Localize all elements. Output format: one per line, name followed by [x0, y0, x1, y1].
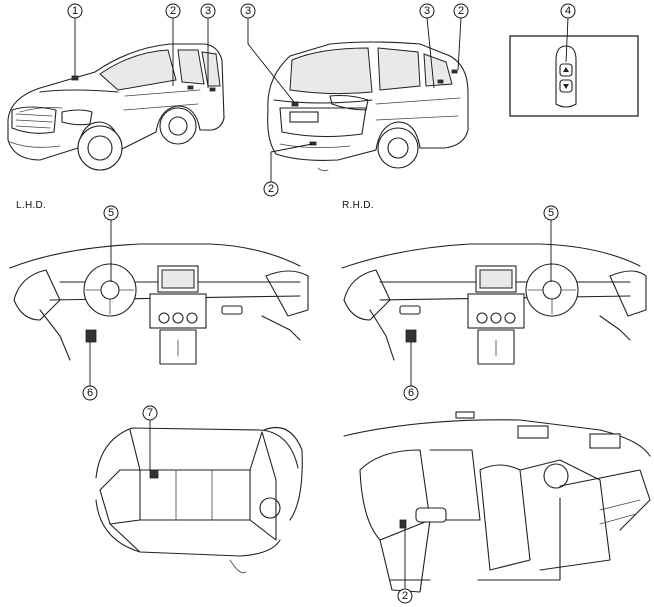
svg-text:5: 5 — [548, 207, 554, 219]
label-rhd: R.H.D. — [342, 200, 374, 211]
callout-2-rear-bottom: 2 — [263, 181, 279, 197]
cargo-area-view — [95, 426, 303, 574]
callout-7-cargo: 7 — [142, 405, 158, 421]
callout-3-front: 3 — [200, 3, 216, 19]
svg-text:7: 7 — [147, 407, 153, 419]
callout-3-rear-left: 3 — [240, 3, 256, 19]
callout-1-front: 1 — [67, 3, 83, 19]
key-fob-box — [509, 35, 639, 117]
svg-text:2: 2 — [458, 5, 464, 17]
callout-6-rhd: 6 — [403, 385, 419, 401]
interior-view — [343, 411, 651, 593]
svg-text:6: 6 — [408, 387, 414, 399]
svg-text:6: 6 — [87, 387, 93, 399]
car-rear-view — [267, 41, 469, 172]
svg-text:3: 3 — [205, 5, 211, 17]
svg-text:3: 3 — [245, 5, 251, 17]
callout-6-lhd: 6 — [82, 385, 98, 401]
svg-text:2: 2 — [170, 5, 176, 17]
leader-lines — [74, 17, 569, 588]
svg-text:4: 4 — [565, 5, 571, 17]
car-front-view — [7, 43, 225, 171]
dashboard-lhd — [9, 243, 309, 365]
svg-text:3: 3 — [424, 5, 430, 17]
svg-text:2: 2 — [268, 183, 274, 195]
label-lhd: L.H.D. — [16, 200, 47, 211]
svg-text:1: 1 — [72, 5, 78, 17]
callout-5-rhd: 5 — [543, 205, 559, 221]
dashboard-rhd — [341, 243, 647, 365]
callout-5-lhd: 5 — [103, 205, 119, 221]
callout-2-rear-right: 2 — [453, 3, 469, 19]
callout-2-front: 2 — [165, 3, 181, 19]
callout-2-interior: 2 — [397, 588, 413, 604]
callout-3-rear-right: 3 — [419, 3, 435, 19]
svg-text:5: 5 — [108, 207, 114, 219]
callout-4-key: 4 — [560, 3, 576, 19]
svg-text:2: 2 — [402, 590, 408, 602]
